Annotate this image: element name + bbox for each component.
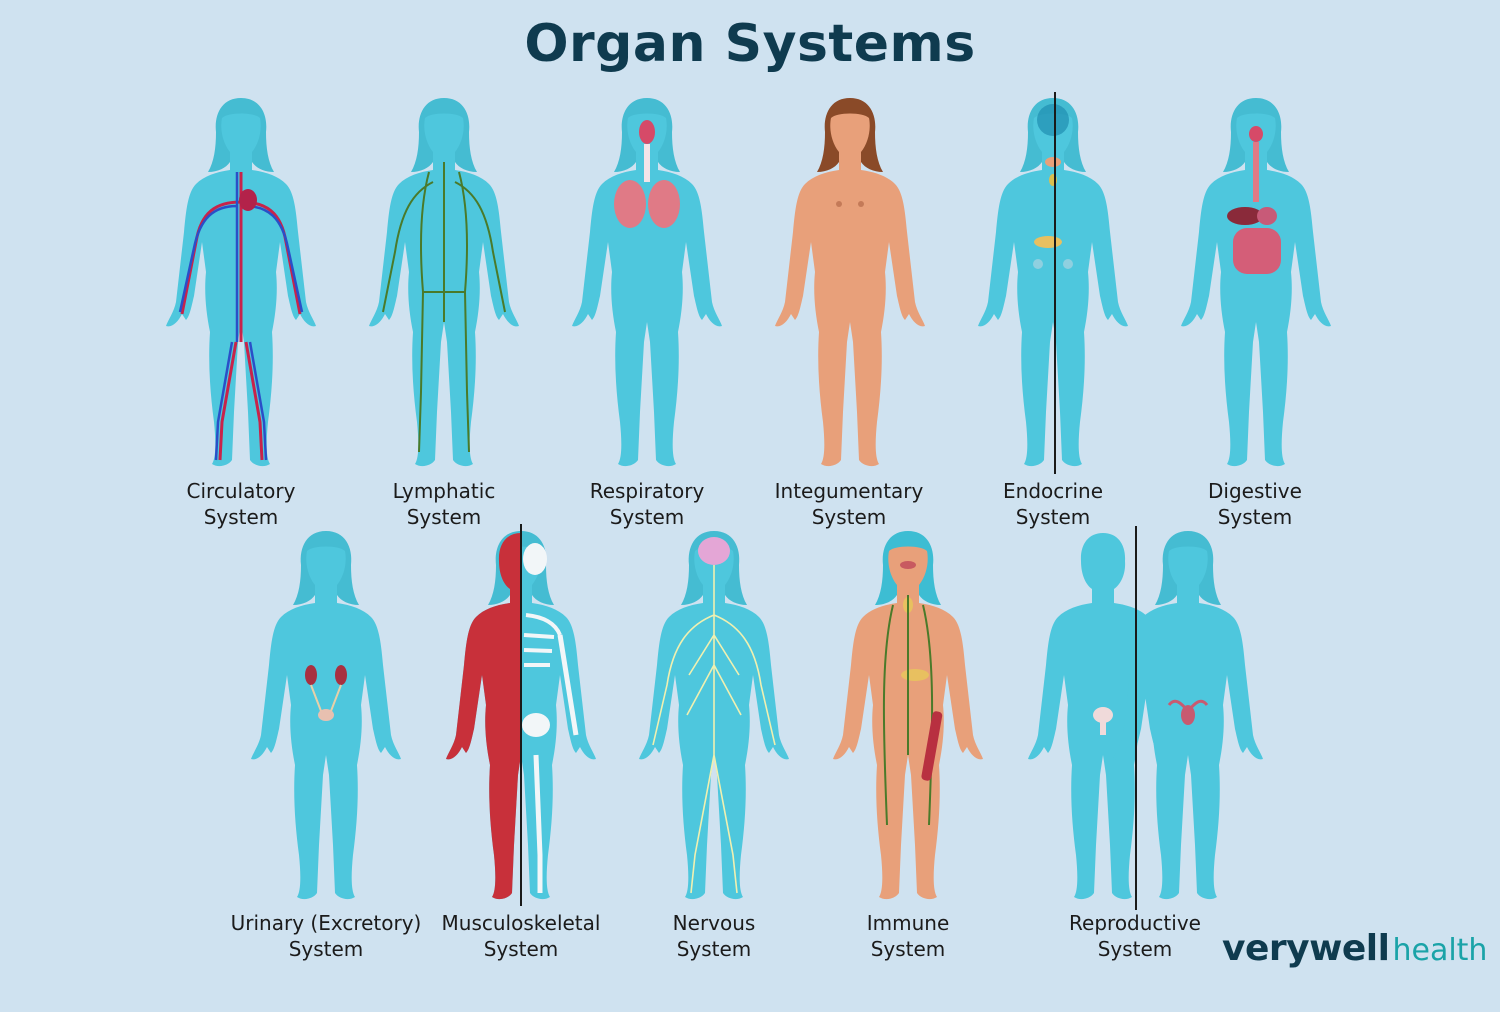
digestive-figure (1171, 92, 1341, 482)
respiratory-figure (562, 92, 732, 482)
brand-logo-part2: health (1392, 933, 1488, 968)
brand-logo-part1: verywell (1222, 928, 1390, 969)
endocrine-divider-line (1054, 92, 1056, 474)
reproductive-female-figure (1103, 525, 1273, 915)
immune-figure (823, 525, 993, 915)
musculoskeletal-divider-line (520, 524, 522, 906)
nervous-figure (629, 525, 799, 915)
circulatory-figure (156, 92, 326, 482)
musculoskeletal-figure (436, 525, 606, 915)
caption-urinary: Urinary (Excretory)System (230, 911, 422, 961)
reproductive-divider-line (1135, 526, 1137, 910)
lymphatic-figure (359, 92, 529, 482)
endocrine-figure (968, 92, 1138, 482)
integumentary-figure (765, 92, 935, 482)
page-title: Organ Systems (524, 14, 976, 74)
reproductive-male-figure (1018, 525, 1188, 915)
urinary-figure (241, 525, 411, 915)
